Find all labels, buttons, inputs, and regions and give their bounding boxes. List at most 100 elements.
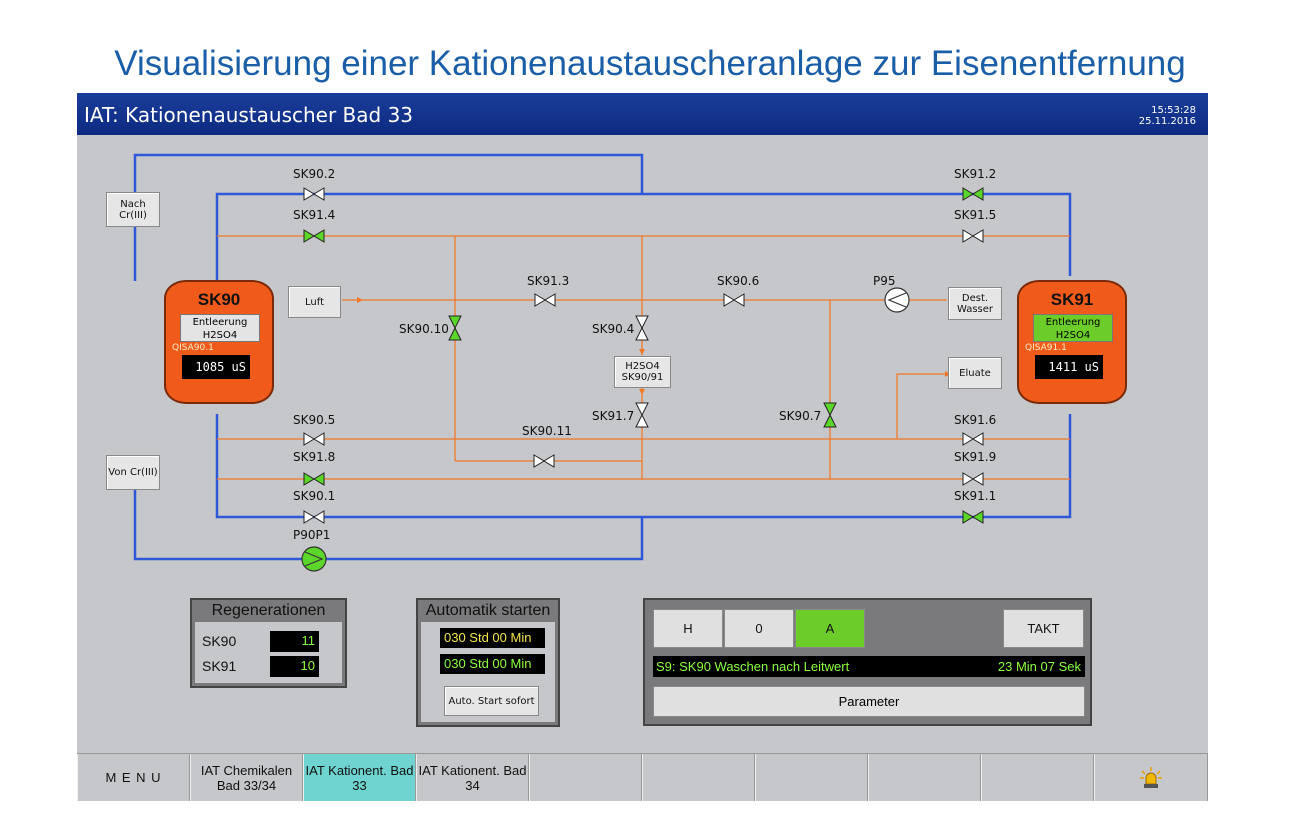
- label-sk90-7: SK90.7: [779, 409, 821, 423]
- automatik-title: Automatik starten: [425, 602, 551, 619]
- parameter-button[interactable]: Parameter: [653, 686, 1085, 717]
- alarm-button[interactable]: [1094, 754, 1208, 801]
- valve-sk91-2: [962, 187, 984, 201]
- label-sk91-5: SK91.5: [954, 208, 996, 222]
- regen-sk90-label: SK90: [202, 633, 237, 649]
- regenerationen-title: Regenerationen: [211, 602, 326, 619]
- step-status-time: 23 Min 07 Sek: [997, 659, 1081, 674]
- label-sk90-5: SK90.5: [293, 413, 335, 427]
- label-sk91-9: SK91.9: [954, 450, 996, 464]
- label-sk90-4: SK90.4: [592, 322, 634, 336]
- pipe-nach-return: [133, 153, 644, 281]
- hmi-window: IAT: Kationenaustauscher Bad 33 15:53:28…: [77, 93, 1208, 801]
- regen-sk91-label: SK91: [202, 658, 237, 674]
- tank-sk90[interactable]: SK90 Entleerung H2SO4 QISA90.1 1085 uS: [164, 280, 274, 404]
- sk90-conductivity-value: 1085 uS: [182, 355, 250, 379]
- mode-0-button[interactable]: 0: [724, 609, 794, 648]
- pump-p95-icon[interactable]: [884, 287, 910, 313]
- automatik-time-1[interactable]: 030 Std 00 Min: [440, 628, 545, 648]
- nach-cr3-box[interactable]: Nach Cr(III): [106, 192, 160, 227]
- luft-box[interactable]: Luft: [288, 286, 341, 318]
- label-sk91-3: SK91.3: [527, 274, 569, 288]
- tab-kationent-bad34[interactable]: IAT Kationent. Bad 34: [416, 754, 529, 801]
- label-sk91-6: SK91.6: [954, 413, 996, 427]
- clock: 15:53:28 25.11.2016: [1139, 105, 1196, 127]
- arrow-h2so4-out: [639, 389, 645, 395]
- automatik-time-2[interactable]: 030 Std 00 Min: [440, 654, 545, 674]
- clock-date: 25.11.2016: [1138, 116, 1196, 127]
- valve-sk91-8: [303, 472, 325, 486]
- auto-start-button[interactable]: Auto. Start sofort: [444, 686, 539, 716]
- pipe-bottom-header: [215, 414, 1072, 519]
- label-sk90-11: SK90.11: [522, 424, 572, 438]
- sk90-sensor-tag: QISA90.1: [172, 343, 214, 353]
- tank-sk90-name: SK90: [197, 290, 241, 309]
- label-sk90-10: SK90.10: [399, 322, 449, 336]
- arrow-h2so4-in: [639, 349, 645, 355]
- footer-empty-2[interactable]: [642, 754, 755, 801]
- step-status-text: S9: SK90 Waschen nach Leitwert: [656, 659, 850, 674]
- label-p90p1: P90P1: [293, 528, 330, 542]
- label-sk91-4: SK91.4: [293, 208, 335, 222]
- regenerationen-inset: SK90 11 SK91 10: [195, 622, 342, 683]
- automatik-panel: Automatik starten 030 Std 00 Min 030 Std…: [416, 598, 560, 727]
- tab-chemikalen[interactable]: IAT Chemikalen Bad 33/34: [190, 754, 303, 801]
- valve-sk90-5: [303, 432, 325, 446]
- valve-sk91-6: [962, 432, 984, 446]
- footer-empty-4[interactable]: [868, 754, 981, 801]
- pipe-pump-loop: [317, 517, 644, 561]
- dest-wasser-box[interactable]: Dest. Wasser: [948, 287, 1002, 320]
- valve-sk90-7: [823, 402, 837, 428]
- label-sk91-1: SK91.1: [954, 489, 996, 503]
- valve-sk90-10: [448, 315, 462, 341]
- mode-a-button[interactable]: A: [795, 609, 865, 648]
- label-sk90-6: SK90.6: [717, 274, 759, 288]
- automatik-inset: 030 Std 00 Min 030 Std 00 Min Auto. Star…: [421, 622, 555, 722]
- pump-p90p1-icon[interactable]: [301, 546, 327, 572]
- valve-sk91-4: [303, 229, 325, 243]
- main-pipes: [133, 153, 1072, 561]
- tab-kationent-bad33[interactable]: IAT Kationent. Bad 33: [303, 754, 416, 801]
- footer-bar: M E N U IAT Chemikalen Bad 33/34 IAT Kat…: [77, 753, 1208, 801]
- mode-h-button[interactable]: H: [653, 609, 723, 648]
- label-sk91-7: SK91.7: [592, 409, 634, 423]
- regenerationen-panel: Regenerationen SK90 11 SK91 10: [190, 598, 347, 688]
- valve-sk90-11: [533, 454, 555, 468]
- valves[interactable]: [303, 187, 984, 524]
- control-panel: H 0 A TAKT S9: SK90 Waschen nach Leitwer…: [643, 598, 1092, 726]
- valve-sk90-1: [303, 510, 325, 524]
- valve-sk90-6: [723, 293, 745, 307]
- label-sk90-1: SK90.1: [293, 489, 335, 503]
- title-bar: IAT: Kationenaustauscher Bad 33 15:53:28…: [77, 93, 1208, 135]
- aux-pipes: [217, 235, 1070, 480]
- tank-sk91[interactable]: SK91 Entleerung H2SO4 QISA91.1 1411 uS: [1017, 280, 1127, 404]
- page-title: Visualisierung einer Kationenaustauscher…: [114, 44, 1186, 83]
- footer-empty-5[interactable]: [981, 754, 1094, 801]
- sk91-entleerung-button[interactable]: Entleerung H2SO4: [1033, 314, 1113, 342]
- window-title: IAT: Kationenaustauscher Bad 33: [84, 103, 414, 127]
- valve-sk90-4: [635, 315, 649, 341]
- sk91-sensor-tag: QISA91.1: [1025, 343, 1067, 353]
- von-cr3-box[interactable]: Von Cr(III): [106, 455, 160, 490]
- regen-sk91-count: 10: [270, 656, 319, 677]
- label-sk91-8: SK91.8: [293, 450, 335, 464]
- h2so4-box[interactable]: H2SO4 SK90/91: [614, 356, 671, 388]
- takt-button[interactable]: TAKT: [1003, 609, 1084, 648]
- footer-empty-3[interactable]: [755, 754, 868, 801]
- step-status: S9: SK90 Waschen nach Leitwert 23 Min 07…: [653, 656, 1085, 677]
- eluate-box[interactable]: Eluate: [948, 357, 1002, 389]
- pipe-top-header: [215, 192, 1072, 282]
- valve-sk90-2: [303, 187, 325, 201]
- alarm-lamp-icon: [1140, 766, 1162, 788]
- sk90-entleerung-button[interactable]: Entleerung H2SO4: [180, 314, 260, 342]
- label-sk91-2: SK91.2: [954, 167, 996, 181]
- valve-sk91-3: [534, 293, 556, 307]
- label-p95: P95: [873, 274, 896, 288]
- tank-sk91-name: SK91: [1050, 290, 1094, 309]
- regen-sk90-count: 11: [270, 631, 319, 652]
- label-sk90-2: SK90.2: [293, 167, 335, 181]
- pipe-von-feed: [133, 486, 317, 561]
- footer-empty-1[interactable]: [529, 754, 642, 801]
- arrow-luft: [357, 297, 363, 303]
- menu-button[interactable]: M E N U: [77, 754, 190, 801]
